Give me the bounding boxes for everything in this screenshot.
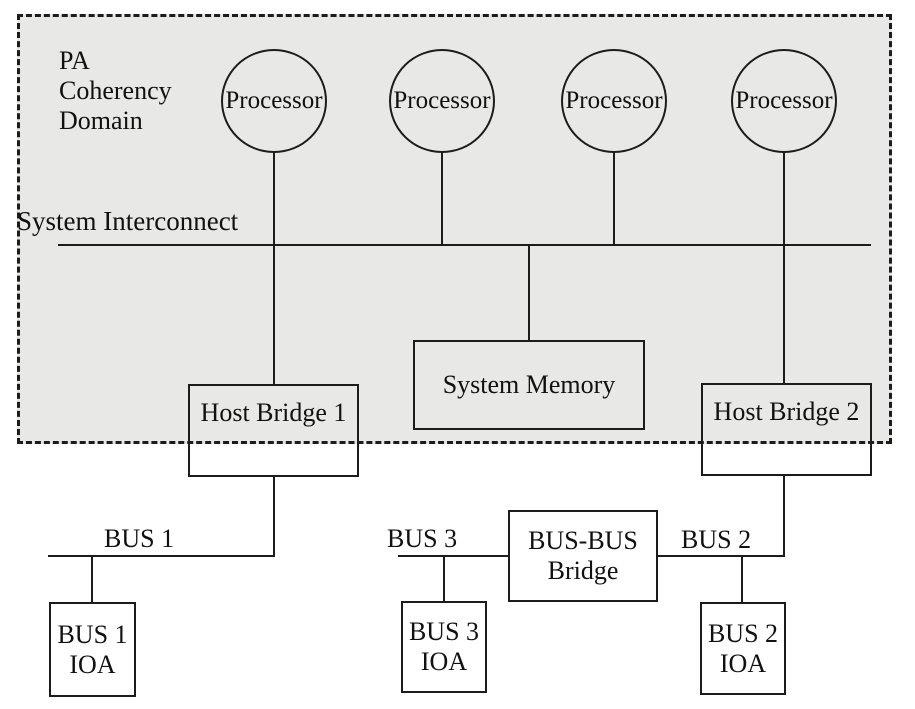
bus3-line (398, 555, 508, 557)
processor-1-to-host-bridge-1-line (273, 151, 275, 384)
bus1-ioa-box: BUS 1 IOA (49, 602, 136, 697)
host-bridge-2-box: Host Bridge 2 (701, 383, 872, 476)
bus2-to-ioa-line (741, 557, 743, 602)
bus2-ioa-label-line-1: BUS 2 (707, 618, 779, 648)
interconnect-to-memory-line (528, 246, 530, 340)
system-interconnect-line (58, 244, 871, 246)
processor-3-node: Processor (561, 49, 667, 153)
processor-1-node: Processor (221, 49, 327, 153)
system-memory-label: System Memory (442, 370, 616, 399)
processor-1-label: Processor (225, 87, 323, 114)
bus1-line (48, 555, 275, 557)
processor-2-node: Processor (389, 49, 495, 153)
host-bridge-1-to-bus1-line (273, 477, 275, 557)
processor-2-drop-line (441, 151, 443, 246)
processor-4-to-host-bridge-2-line (783, 151, 785, 383)
bus-bus-bridge-label-line-1: BUS-BUS (528, 526, 638, 555)
host-bridge-1-label: Host Bridge 1 (200, 398, 347, 427)
bus-bus-bridge-box: BUS-BUS Bridge (508, 510, 658, 602)
processor-4-node: Processor (731, 49, 837, 153)
processor-3-drop-line (613, 151, 615, 246)
bus1-ioa-label-line-2: IOA (69, 649, 116, 679)
bus2-ioa-label-line-2: IOA (719, 648, 767, 678)
host-bridge-2-label: Host Bridge 2 (713, 397, 860, 426)
bus1-to-ioa-line (91, 557, 93, 602)
pa-coherency-domain-label: PA Coherency Domain (59, 46, 172, 136)
processor-4-label: Processor (735, 87, 833, 114)
bus1-label: BUS 1 (104, 524, 175, 553)
bus3-ioa-label-line-2: IOA (420, 647, 468, 676)
host-bridge-1-box: Host Bridge 1 (188, 384, 359, 477)
domain-label-line-1: PA (59, 46, 90, 75)
bus3-ioa-label-line-1: BUS 3 (408, 617, 480, 646)
bus3-ioa-box: BUS 3 IOA (401, 601, 487, 693)
processor-3-label: Processor (565, 87, 663, 114)
host-bridge-2-to-bus2-line (783, 476, 785, 557)
bus2-label: BUS 2 (681, 525, 752, 554)
bus3-to-ioa-line (443, 557, 445, 601)
bus-bus-bridge-label-line-2: Bridge (547, 556, 619, 585)
bus1-ioa-label-line-1: BUS 1 (57, 619, 128, 649)
domain-label-line-3: Domain (59, 106, 143, 135)
bus3-label: BUS 3 (387, 524, 458, 553)
domain-label-line-2: Coherency (59, 76, 172, 105)
system-interconnect-label: System Interconnect (17, 206, 239, 236)
bus2-line (656, 555, 785, 557)
system-memory-box: System Memory (413, 340, 645, 430)
bus2-ioa-box: BUS 2 IOA (700, 602, 786, 695)
processor-2-label: Processor (393, 87, 491, 114)
